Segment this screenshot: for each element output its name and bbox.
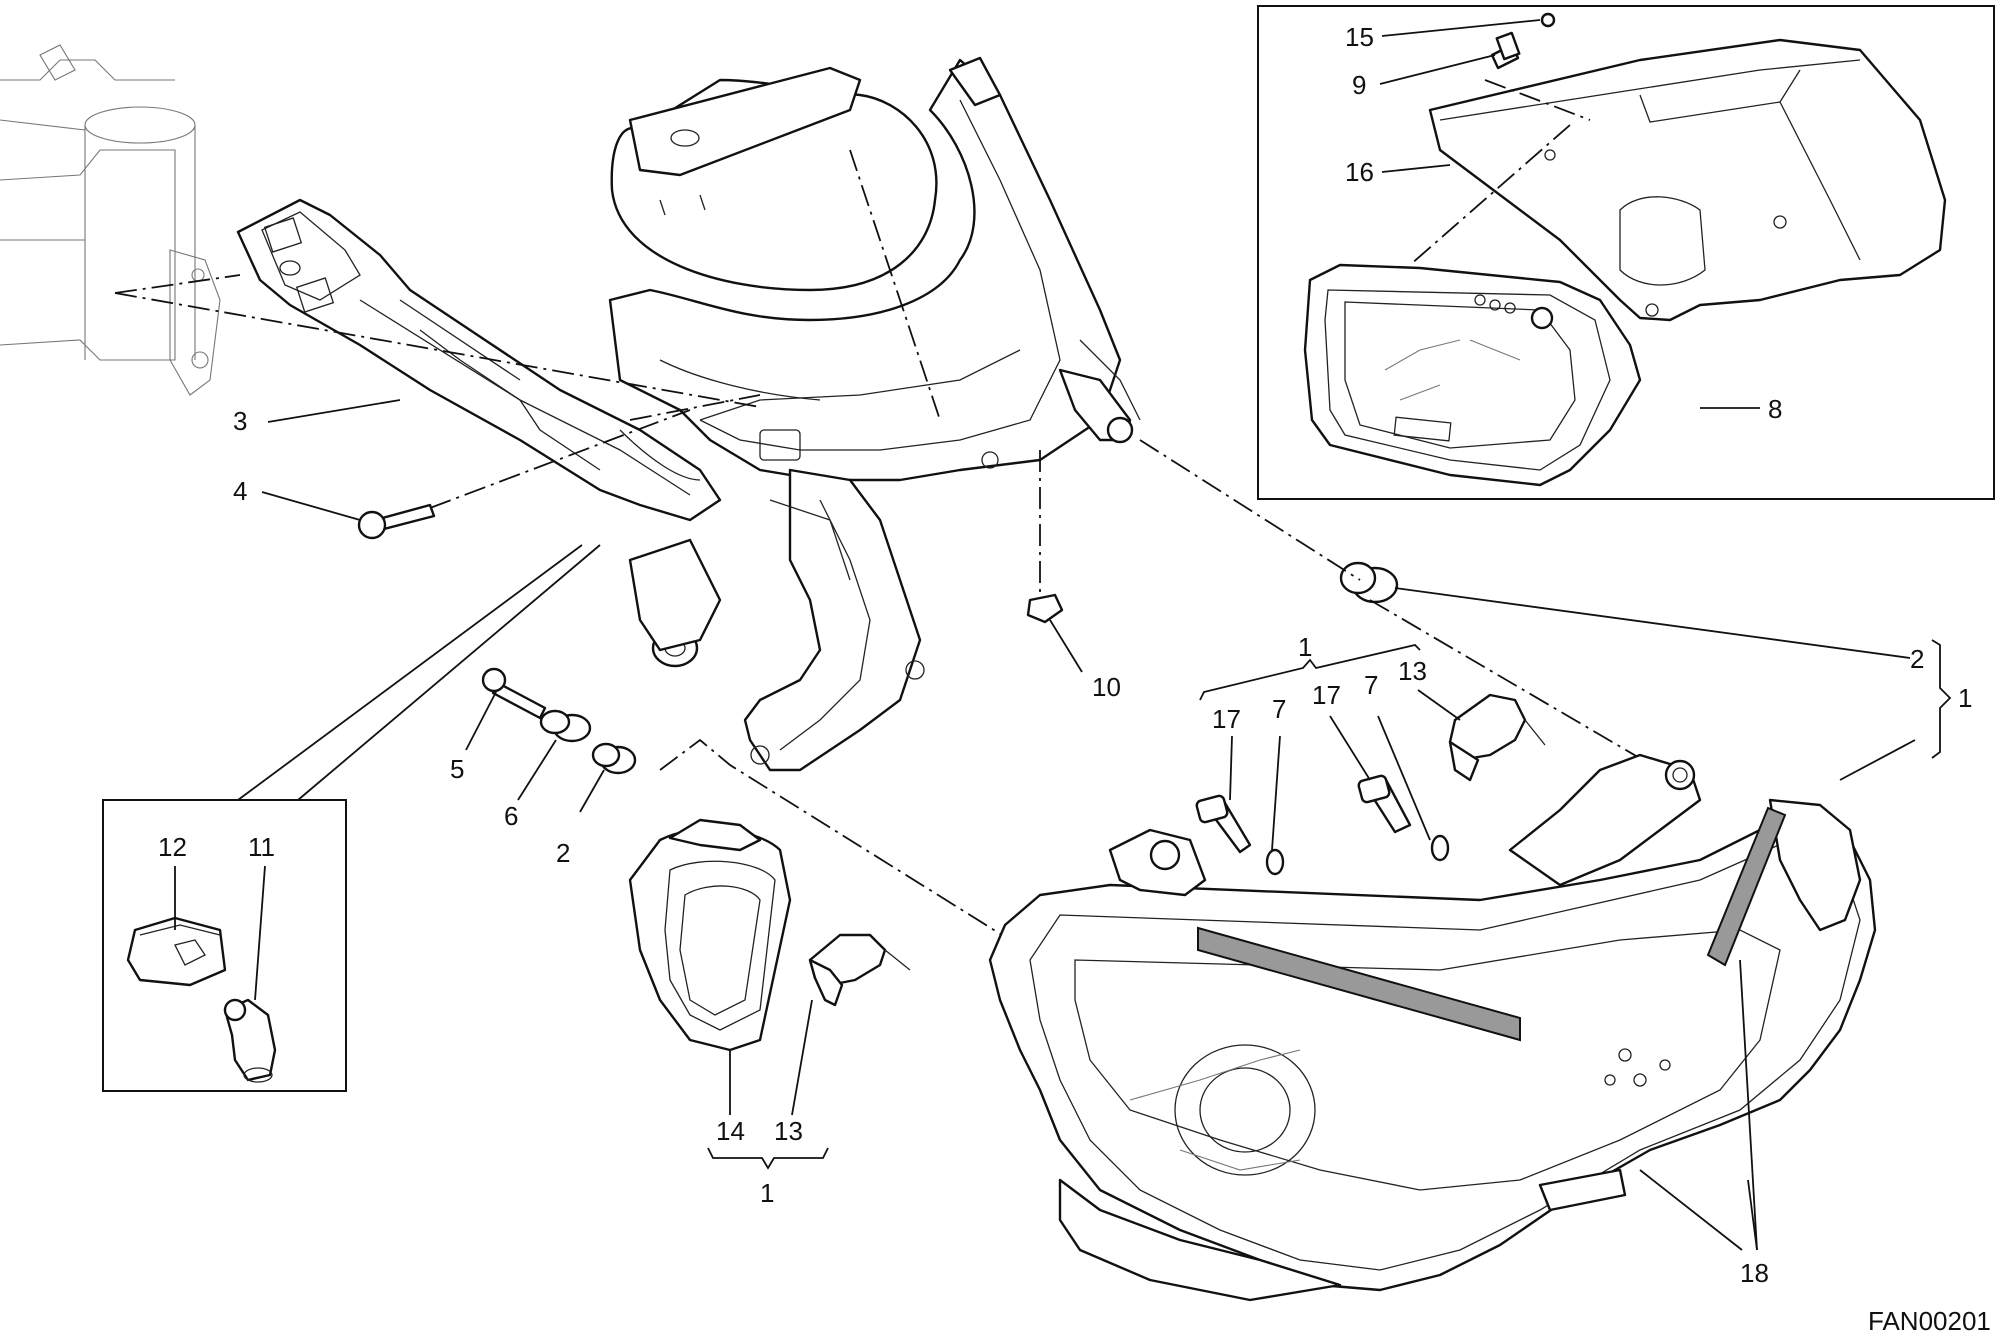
- fastener-hardware: [357, 503, 1399, 775]
- callout-18: 18: [1740, 1258, 1769, 1288]
- callout-3: 3: [233, 406, 247, 436]
- headlight-support-bracket: [236, 198, 722, 668]
- callout-14: 14: [716, 1116, 745, 1146]
- callout-16: 16: [1345, 157, 1374, 187]
- callout-13-a: 13: [1398, 656, 1427, 686]
- upper-fairing: [608, 56, 1141, 772]
- callout-labels: 15 9 16 8 3 4 5 6 2 10 2 1 1 17 7 17 7 1…: [158, 22, 1972, 1288]
- callout-6: 6: [504, 801, 518, 831]
- instrument-inset: [1257, 5, 1995, 500]
- drawing-code: FAN00201: [1868, 1306, 1991, 1336]
- callout-1-right: 1: [1958, 683, 1972, 713]
- callout-1-top: 1: [1298, 632, 1312, 662]
- callout-2-grommet: 2: [1910, 644, 1924, 674]
- callout-7-b: 7: [1364, 670, 1378, 700]
- callout-15: 15: [1345, 22, 1374, 52]
- callout-5: 5: [450, 754, 464, 784]
- callout-1-bottom: 1: [760, 1178, 774, 1208]
- callout-4: 4: [233, 476, 247, 506]
- alignment-lines: [114, 149, 1661, 941]
- frame-steering-head: [0, 44, 221, 396]
- connector-inset: [102, 544, 601, 1092]
- callout-7-a: 7: [1272, 694, 1286, 724]
- headlight-assembly: [988, 753, 1877, 1302]
- parking-light-housing: [628, 818, 911, 1052]
- callout-17-a: 17: [1212, 704, 1241, 734]
- callout-12: 12: [158, 832, 187, 862]
- callout-11: 11: [248, 832, 275, 862]
- callout-17-b: 17: [1312, 680, 1341, 710]
- callout-8: 8: [1768, 394, 1782, 424]
- callout-9: 9: [1352, 70, 1366, 100]
- callout-13-b: 13: [774, 1116, 803, 1146]
- callout-10: 10: [1092, 672, 1121, 702]
- leader-lines: [174, 19, 1952, 1251]
- bulb-group: [1195, 693, 1546, 876]
- callout-2-spacer: 2: [556, 838, 570, 868]
